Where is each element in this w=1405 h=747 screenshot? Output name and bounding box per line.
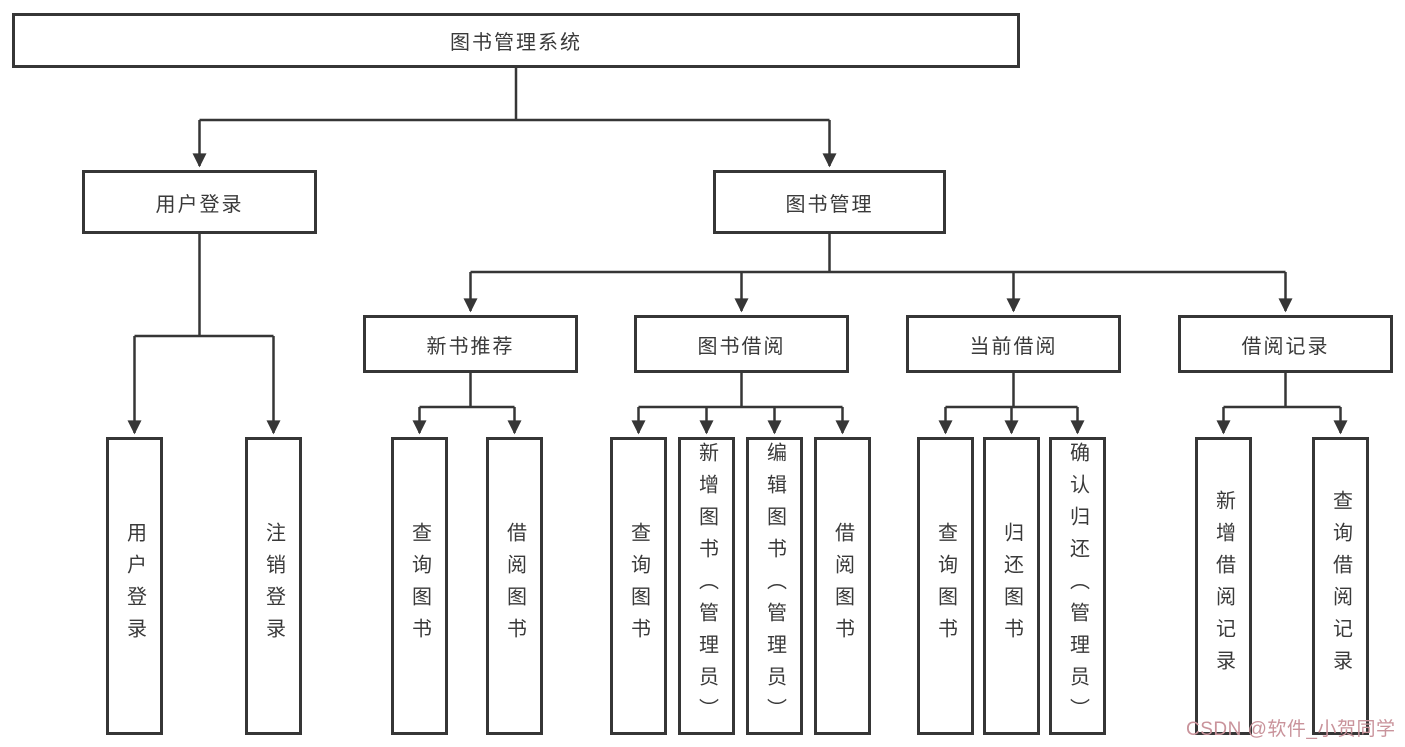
edges-book-borrow: [631, 373, 850, 435]
edges-new-book-rec: [412, 373, 522, 435]
node-current-borrow-label: 当前借阅: [969, 335, 1058, 358]
leaf-add-book-admin: 新增图书（管理员）: [678, 437, 735, 735]
node-book-borrow-label: 图书借阅: [697, 335, 786, 358]
edges-current-borrow: [938, 373, 1085, 435]
leaf-query-books-borrow: 查询图书: [610, 437, 667, 735]
node-book-mgmt-label: 图书管理: [785, 193, 874, 216]
node-user-login: 用户登录: [82, 170, 317, 234]
node-book-mgmt: 图书管理: [713, 170, 946, 234]
leaf-query-books-rec: 查询图书: [391, 437, 448, 735]
leaf-user-login-label: 用户登录: [123, 522, 146, 650]
leaf-query-borrow-record-label: 查询借阅记录: [1329, 490, 1352, 682]
edges-book-mgmt: [463, 234, 1293, 313]
leaf-query-books-rec-label: 查询图书: [408, 522, 431, 650]
leaf-confirm-return-admin-label: 确认归还（管理员）: [1066, 442, 1089, 730]
leaf-add-borrow-record: 新增借阅记录: [1195, 437, 1252, 735]
leaf-borrow-books-rec: 借阅图书: [486, 437, 543, 735]
node-new-book-rec: 新书推荐: [363, 315, 578, 373]
leaf-user-login: 用户登录: [106, 437, 163, 735]
leaf-edit-book-admin-label: 编辑图书（管理员）: [763, 442, 786, 730]
node-root-label: 图书管理系统: [450, 32, 582, 54]
leaf-confirm-return-admin: 确认归还（管理员）: [1049, 437, 1106, 735]
node-user-login-label: 用户登录: [155, 193, 244, 216]
leaf-query-books-current: 查询图书: [917, 437, 974, 735]
leaf-borrow-books-rec-label: 借阅图书: [503, 522, 526, 650]
leaf-return-book: 归还图书: [983, 437, 1040, 735]
leaf-query-books-borrow-label: 查询图书: [627, 522, 650, 650]
node-current-borrow: 当前借阅: [906, 315, 1121, 373]
leaf-logout-label: 注销登录: [262, 522, 285, 650]
leaf-add-borrow-record-label: 新增借阅记录: [1212, 490, 1235, 682]
node-borrow-records: 借阅记录: [1178, 315, 1393, 373]
edges-user-login: [127, 234, 281, 435]
leaf-edit-book-admin: 编辑图书（管理员）: [746, 437, 803, 735]
leaf-add-book-admin-label: 新增图书（管理员）: [695, 442, 718, 730]
node-book-borrow: 图书借阅: [634, 315, 849, 373]
node-root: 图书管理系统: [12, 13, 1020, 68]
leaf-borrow-books-label: 借阅图书: [831, 522, 854, 650]
edges-root-to-level2: [192, 68, 837, 168]
node-borrow-records-label: 借阅记录: [1241, 335, 1330, 358]
leaf-return-book-label: 归还图书: [1000, 522, 1023, 650]
node-new-book-rec-label: 新书推荐: [426, 335, 515, 358]
leaf-logout: 注销登录: [245, 437, 302, 735]
leaf-borrow-books: 借阅图书: [814, 437, 871, 735]
csdn-watermark: CSDN @软件_小贺同学: [1186, 719, 1396, 740]
leaf-query-books-current-label: 查询图书: [934, 522, 957, 650]
edges-borrow-records: [1216, 373, 1348, 435]
leaf-query-borrow-record: 查询借阅记录: [1312, 437, 1369, 735]
